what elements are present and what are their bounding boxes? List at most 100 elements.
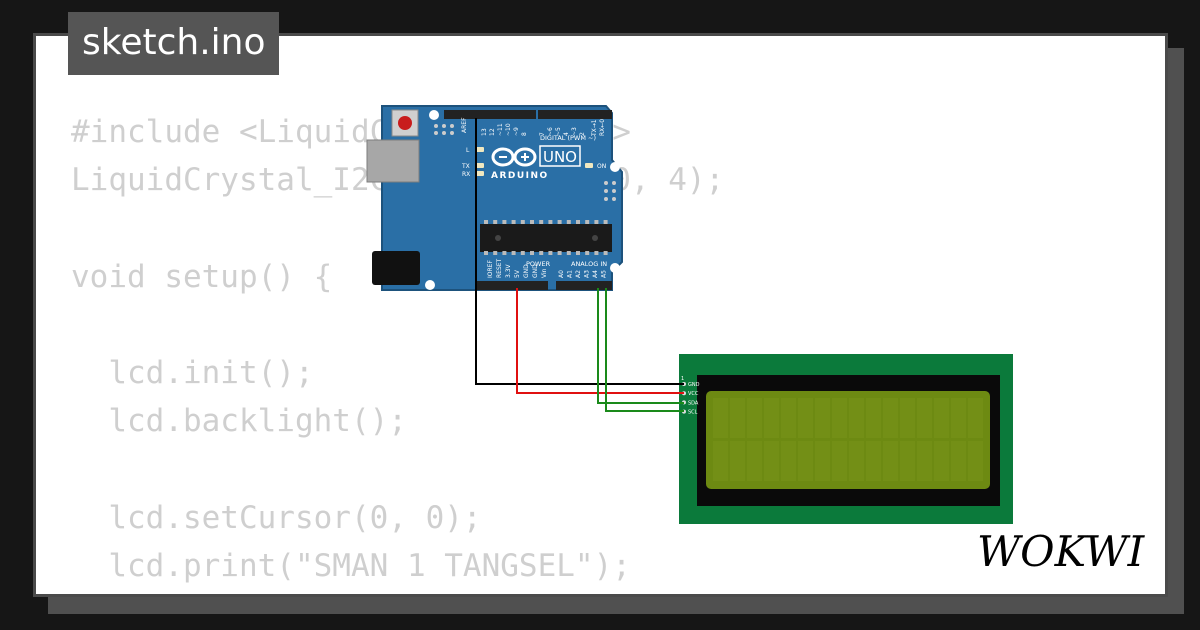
analog-header xyxy=(556,281,612,290)
chip-pin xyxy=(520,220,525,224)
digital-pin-label: 7 xyxy=(539,132,546,136)
chip-pin xyxy=(511,251,516,255)
digital-pin-label: ~3 xyxy=(571,127,578,136)
digital-pin-label: ~5 xyxy=(555,127,562,136)
mount-hole xyxy=(610,263,620,273)
chip-pin xyxy=(548,220,553,224)
chip-pin xyxy=(548,251,553,255)
code-line: lcd.print("SMAN 1 TANGSEL"); xyxy=(71,547,631,584)
wire-scl[interactable] xyxy=(605,288,684,412)
mount-hole xyxy=(610,162,620,172)
chip-pin xyxy=(484,220,488,224)
power-pin-label: GND xyxy=(532,264,539,278)
lcd-cell xyxy=(713,398,728,438)
lcd-cell xyxy=(730,398,745,438)
icsp-header xyxy=(434,124,616,201)
digital-header-right xyxy=(538,110,612,119)
lcd-cell xyxy=(747,398,762,438)
chip-pin xyxy=(594,220,599,224)
power-pin-label: IOREF xyxy=(487,260,494,278)
chip-pin xyxy=(566,251,571,255)
reset-button[interactable] xyxy=(391,109,419,137)
analog-pin-label: A3 xyxy=(584,270,591,278)
digital-pin-label: TX→1 xyxy=(591,119,598,137)
mount-hole xyxy=(425,280,435,290)
chip-pin xyxy=(576,220,580,224)
lcd-cell xyxy=(832,441,847,481)
digital-pin-label: ~9 xyxy=(513,127,520,136)
model-label: UNO xyxy=(543,148,577,166)
mount-hole xyxy=(429,110,439,120)
lcd-pin-label: SDA xyxy=(688,400,699,406)
power-pin-label: 3.3V xyxy=(505,263,512,278)
lcd-cell xyxy=(968,441,983,481)
lcd-cell xyxy=(798,441,813,481)
digital-pin-label: 4 xyxy=(563,132,570,136)
power-pin-label: GND xyxy=(523,264,530,278)
chip-pin xyxy=(539,220,544,224)
power-pin-label: Vin xyxy=(541,268,548,278)
lcd-cell xyxy=(849,441,864,481)
chip-pin xyxy=(539,251,544,255)
chip-pin xyxy=(530,251,534,255)
analog-header-label: ANALOG IN xyxy=(571,260,607,268)
lcd-cell xyxy=(730,441,745,481)
wire-vcc[interactable] xyxy=(516,288,684,394)
wires xyxy=(475,118,684,412)
lcd-cell xyxy=(934,398,949,438)
lcd-cell xyxy=(917,441,932,481)
led-l-label: L xyxy=(466,147,470,154)
lcd-pin-label: SCL xyxy=(688,410,698,416)
lcd-cell xyxy=(815,441,830,481)
digital-header-left xyxy=(444,110,536,119)
digital-pin-label: 2 xyxy=(579,132,586,136)
lcd-pin-label: VCC xyxy=(688,391,699,397)
lcd-cell xyxy=(900,441,915,481)
usb-port xyxy=(366,139,420,183)
chip-pin xyxy=(576,251,580,255)
atmega-chip xyxy=(480,220,612,255)
led-rx-label: RX xyxy=(462,171,470,178)
led-tx-label: TX xyxy=(461,163,470,170)
file-tab[interactable]: sketch.ino xyxy=(68,12,280,75)
chip-pin xyxy=(520,251,525,255)
lcd-cell xyxy=(866,441,881,481)
led-l-indicator xyxy=(476,147,484,152)
lcd-cell xyxy=(917,398,932,438)
digital-pin-label: ~6 xyxy=(547,127,554,136)
lcd-cell xyxy=(764,441,779,481)
chip-pin xyxy=(502,251,507,255)
analog-pin-label: A5 xyxy=(601,270,608,278)
digital-pin-label: ~10 xyxy=(505,123,512,136)
lcd-cell xyxy=(815,398,830,438)
lcd-cell xyxy=(832,398,847,438)
analog-pin-label: A2 xyxy=(575,270,582,278)
chip-pin xyxy=(493,251,498,255)
lcd-cell xyxy=(883,398,898,438)
wire-gnd[interactable] xyxy=(475,118,684,385)
led-tx-indicator xyxy=(476,163,484,168)
lcd-cell xyxy=(900,398,915,438)
power-pin-label: RESET xyxy=(496,258,503,278)
lcd-cell xyxy=(798,398,813,438)
chip-pin xyxy=(594,251,599,255)
lcd-cell xyxy=(849,398,864,438)
analog-pin-label: A4 xyxy=(592,270,599,278)
digital-pin-label: ~11 xyxy=(497,123,504,136)
led-on-indicator xyxy=(585,163,593,168)
chip-pin xyxy=(603,251,608,255)
wire-sda[interactable] xyxy=(597,288,684,404)
led-rx-indicator xyxy=(476,171,484,176)
lcd-cell xyxy=(713,441,728,481)
chip-pin xyxy=(585,251,590,255)
lcd-cell xyxy=(951,398,966,438)
power-jack xyxy=(372,251,420,285)
digital-header-label: DIGITAL (PWM ~) xyxy=(540,134,596,142)
chip-pin xyxy=(557,220,562,224)
code-line: void setup() { xyxy=(71,258,333,295)
